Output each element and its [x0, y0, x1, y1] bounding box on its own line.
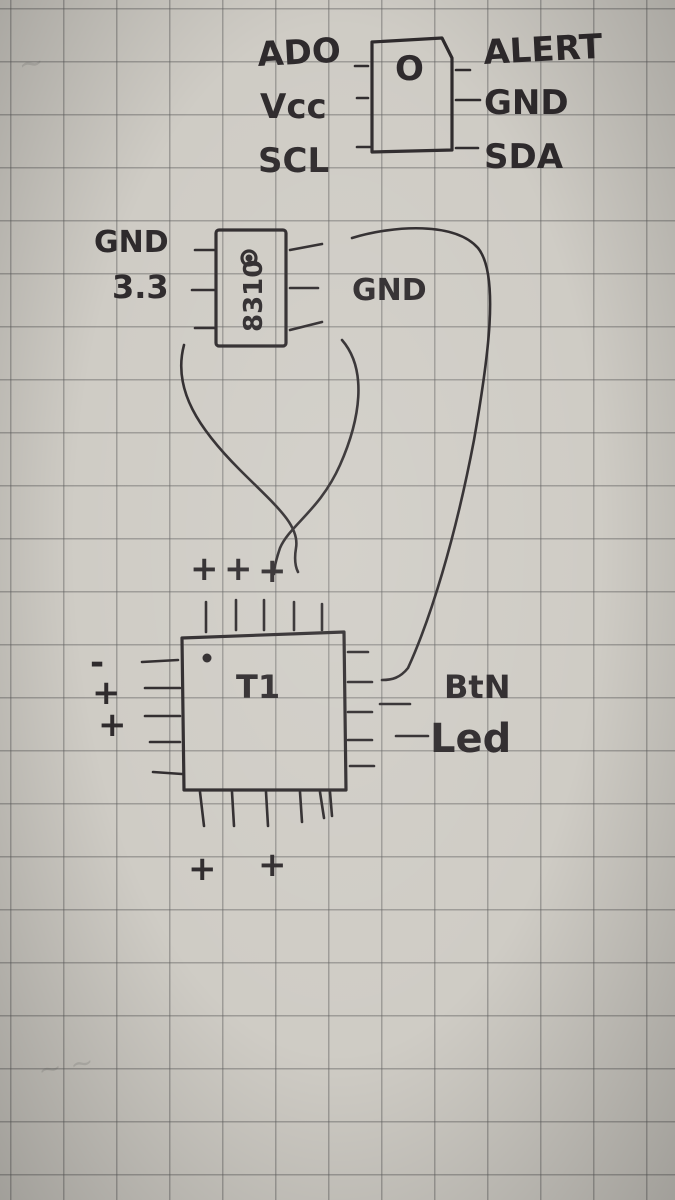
- wire-chip-left-to-mcu-top: [179, 343, 300, 574]
- wire-chip-to-btn: [350, 227, 492, 682]
- mcu-pin1-dot: [202, 653, 212, 663]
- chip-8310-pin1-dot: [240, 249, 258, 267]
- mcu-left-mark-1: -: [90, 643, 104, 683]
- mcu-pin-bottom-5: [318, 790, 326, 820]
- wire-chip-right-to-mcu-top: [272, 338, 360, 576]
- mcu-pin-bottom-4: [298, 790, 304, 824]
- mcu-body: [180, 630, 348, 792]
- mcu-label-btn: BtN: [444, 668, 510, 706]
- mcu-pin-bottom-1: [198, 790, 206, 828]
- sensor-pin-label-gnd: GND: [484, 83, 569, 123]
- show-through-marks: ~ ~ ~: [16, 45, 96, 1087]
- mcu-pin-left-5: [151, 770, 184, 776]
- mcu-left-mark-3: +: [98, 705, 127, 745]
- mcu-pin-left-1: [140, 658, 180, 664]
- svg-text:~ ~: ~ ~: [35, 1045, 96, 1087]
- mcu-bottom-mark-2: +: [258, 845, 287, 885]
- sensor-pin-label-sda: SDA: [484, 137, 564, 177]
- chip-8310-label-gnd-left: GND: [94, 225, 169, 260]
- sensor-pin-label-scl: SCL: [258, 141, 329, 181]
- mcu-name: T1: [236, 668, 280, 706]
- svg-text:~: ~: [16, 45, 46, 83]
- chip-8310-body: [214, 228, 288, 348]
- mcu-bottom-mark-1: +: [188, 849, 217, 889]
- chip-8310-pin-r3: [288, 320, 324, 332]
- chip-8310-part-number: 8310: [239, 260, 269, 332]
- mcu-pin-bottom-3: [264, 790, 270, 828]
- mcu-left-mark-2: +: [92, 673, 121, 713]
- sensor-module: O ADO Vcc SCL ALERT GND SDA: [256, 27, 604, 181]
- mcu-label-led: Led: [430, 716, 511, 762]
- chip-8310: 8310 GND 3.3 GND: [94, 225, 427, 348]
- chip-8310-pin1-fill: [245, 254, 253, 262]
- wires: [179, 227, 492, 682]
- mcu-pin-bottom-2: [230, 790, 236, 828]
- sensor-pin-label-alert: ALERT: [482, 27, 604, 73]
- chip-8310-pin-r1: [288, 242, 324, 252]
- sensor-body: [370, 36, 454, 154]
- chip-8310-label-power: 3.3: [112, 268, 169, 306]
- mcu-pin-bottom-6: [328, 790, 334, 818]
- sensor-marker: O: [395, 49, 424, 89]
- chip-8310-label-gnd-right: GND: [352, 273, 427, 308]
- mcu-top-mark-2: +: [224, 549, 253, 589]
- mcu-t1: T1 + + + - + + +: [90, 549, 511, 889]
- sensor-pin-label-vcc: Vcc: [260, 87, 327, 127]
- sensor-pin-label-ado: ADO: [256, 31, 341, 75]
- mcu-top-mark-3: +: [258, 551, 287, 591]
- mcu-top-mark-1: +: [190, 549, 219, 589]
